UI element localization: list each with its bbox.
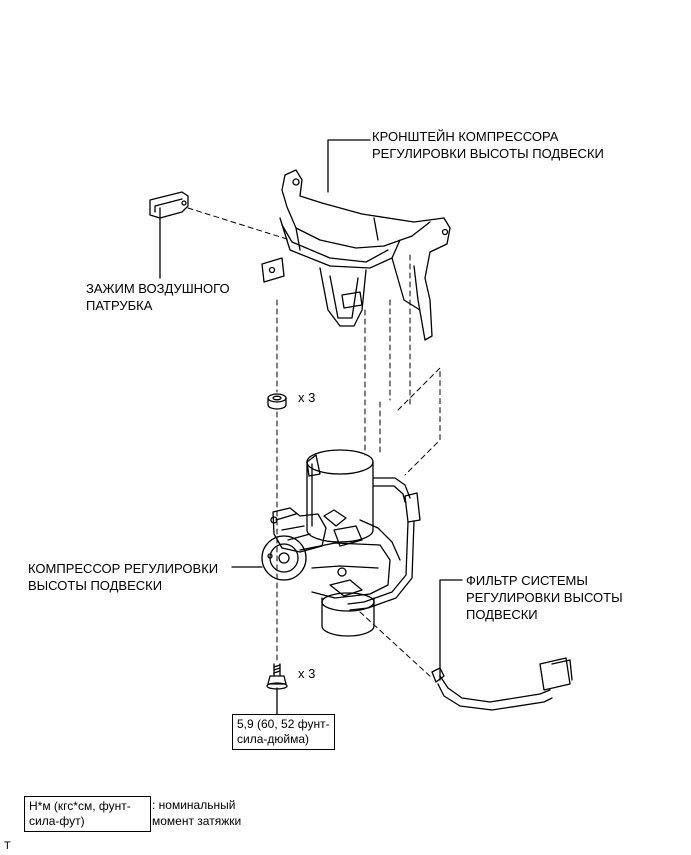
mounting-bolt xyxy=(266,663,288,690)
corner-mark: T xyxy=(4,840,11,852)
compressor-label: КОМПРЕССОР РЕГУЛИРОВКИ ВЫСОТЫ ПОДВЕСКИ xyxy=(28,561,219,593)
legend-meaning: : номинальный момент затяжки xyxy=(152,798,242,828)
leader-lines xyxy=(159,139,463,681)
air-hose-clamp xyxy=(149,191,189,219)
bolt-quantity: x 3 xyxy=(298,666,316,681)
clamp-label: ЗАЖИМ ВОЗДУШНОГО ПАТРУБКА xyxy=(86,281,230,313)
assembly-dashed-lines xyxy=(187,207,441,679)
filter-label: ФИЛЬТР СИСТЕМЫ РЕГУЛИРОВКИ ВЫСОТЫ ПОДВЕС… xyxy=(466,573,623,622)
compressor-bracket xyxy=(261,169,451,341)
grommet xyxy=(267,393,287,410)
legend-units-box: Н*м (кгс*см, фунт- сила-фут) xyxy=(24,796,151,832)
grommet-quantity: x 3 xyxy=(298,390,316,405)
bracket-label: КРОНШТЕЙН КОМПРЕССОРА РЕГУЛИРОВКИ ВЫСОТЫ… xyxy=(372,129,604,161)
height-control-filter xyxy=(431,657,573,711)
compressor-assembly xyxy=(261,449,421,637)
torque-spec-box: 5,9 (60, 52 фунт- сила-дюйма) xyxy=(232,714,335,750)
